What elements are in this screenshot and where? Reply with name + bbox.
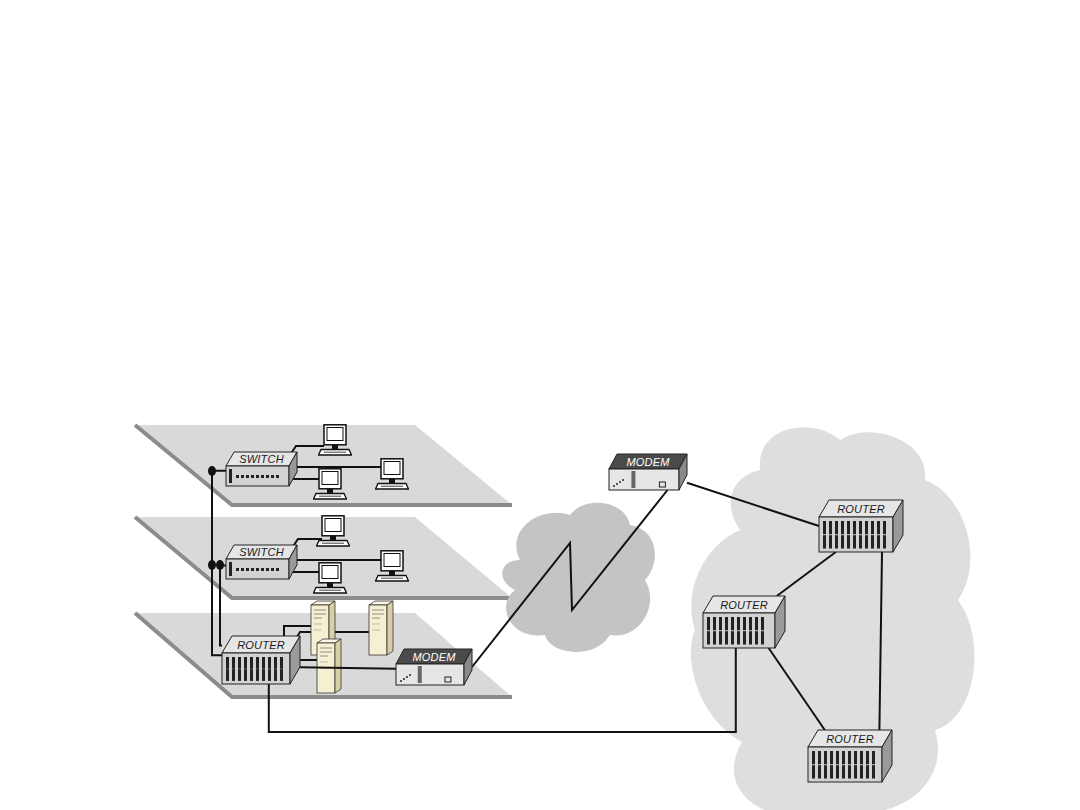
port-pattern bbox=[812, 751, 875, 779]
router-device: ROUTER bbox=[222, 636, 300, 684]
workstation-icons-part bbox=[376, 459, 409, 489]
device-top bbox=[808, 730, 892, 747]
device-label: ROUTER bbox=[837, 503, 885, 515]
network-link bbox=[300, 667, 396, 669]
device-side bbox=[289, 452, 297, 486]
port-pattern bbox=[229, 469, 279, 483]
device-top bbox=[609, 454, 687, 469]
device-side bbox=[290, 636, 300, 684]
device-label: ROUTER bbox=[720, 599, 768, 611]
network-link bbox=[472, 490, 668, 667]
network-link bbox=[269, 648, 736, 732]
device-side bbox=[289, 545, 297, 579]
device-side bbox=[893, 500, 903, 552]
internet-cloud bbox=[691, 427, 975, 810]
modem-device: MODEM bbox=[609, 454, 687, 490]
router-device: ROUTER bbox=[808, 730, 892, 782]
device-front bbox=[703, 613, 775, 648]
device-top bbox=[703, 596, 785, 613]
floor-plates-part bbox=[135, 425, 512, 505]
switch-device: SWITCH bbox=[226, 545, 297, 579]
port-pattern bbox=[823, 521, 886, 549]
port-pattern bbox=[400, 666, 451, 683]
server-icons-part bbox=[317, 639, 341, 693]
network-link bbox=[687, 483, 819, 526]
device-label: MODEM bbox=[412, 651, 455, 663]
device-side bbox=[464, 649, 472, 685]
wan-cloud bbox=[502, 503, 655, 652]
workstation-icons-part bbox=[314, 469, 347, 499]
workstation-icons-part bbox=[314, 563, 347, 593]
server-icons bbox=[311, 601, 393, 693]
port-pattern bbox=[613, 471, 665, 488]
server-icons-part bbox=[369, 601, 393, 655]
device-front bbox=[222, 653, 290, 684]
device-top bbox=[226, 452, 297, 466]
device-label: MODEM bbox=[626, 456, 669, 468]
network-link bbox=[220, 565, 226, 645]
workstation-icons-part bbox=[376, 551, 409, 581]
device-label: ROUTER bbox=[826, 733, 874, 745]
device-front bbox=[808, 747, 882, 782]
device-top bbox=[396, 649, 472, 664]
device-front bbox=[396, 664, 464, 685]
workstation-icons bbox=[314, 425, 409, 593]
floor-plates bbox=[135, 425, 512, 697]
workstation-icons-part bbox=[317, 516, 350, 546]
lan-wires-part bbox=[290, 559, 381, 561]
port-pattern bbox=[707, 617, 764, 645]
device-top bbox=[222, 636, 300, 653]
lan-wires bbox=[284, 446, 381, 660]
router-device: ROUTER bbox=[819, 500, 903, 552]
device-top bbox=[226, 545, 297, 559]
device-front bbox=[609, 469, 679, 490]
lan-wires-part bbox=[290, 571, 319, 573]
lan-wires-part bbox=[290, 478, 319, 480]
network-link bbox=[777, 552, 836, 596]
router-device: ROUTER bbox=[703, 596, 785, 648]
device-label: SWITCH bbox=[239, 546, 284, 558]
device-side bbox=[775, 596, 785, 648]
device-side bbox=[679, 454, 687, 490]
device-top bbox=[819, 500, 903, 517]
modem-device: MODEM bbox=[396, 649, 472, 685]
junction-dots bbox=[208, 466, 224, 570]
network-link bbox=[212, 471, 226, 656]
device-front bbox=[226, 466, 289, 486]
device-front bbox=[226, 559, 289, 579]
device-label: SWITCH bbox=[239, 453, 284, 465]
device-side bbox=[882, 730, 892, 782]
network-link bbox=[769, 648, 825, 730]
device-front bbox=[819, 517, 893, 552]
floor-plates-part bbox=[135, 425, 512, 505]
workstation-icons-part bbox=[319, 425, 352, 455]
switch-device: SWITCH bbox=[226, 452, 297, 486]
device-label: ROUTER bbox=[237, 639, 285, 651]
network-link bbox=[879, 552, 882, 730]
lan-wires-part bbox=[290, 466, 381, 468]
port-pattern bbox=[226, 657, 283, 681]
port-pattern bbox=[229, 562, 279, 576]
